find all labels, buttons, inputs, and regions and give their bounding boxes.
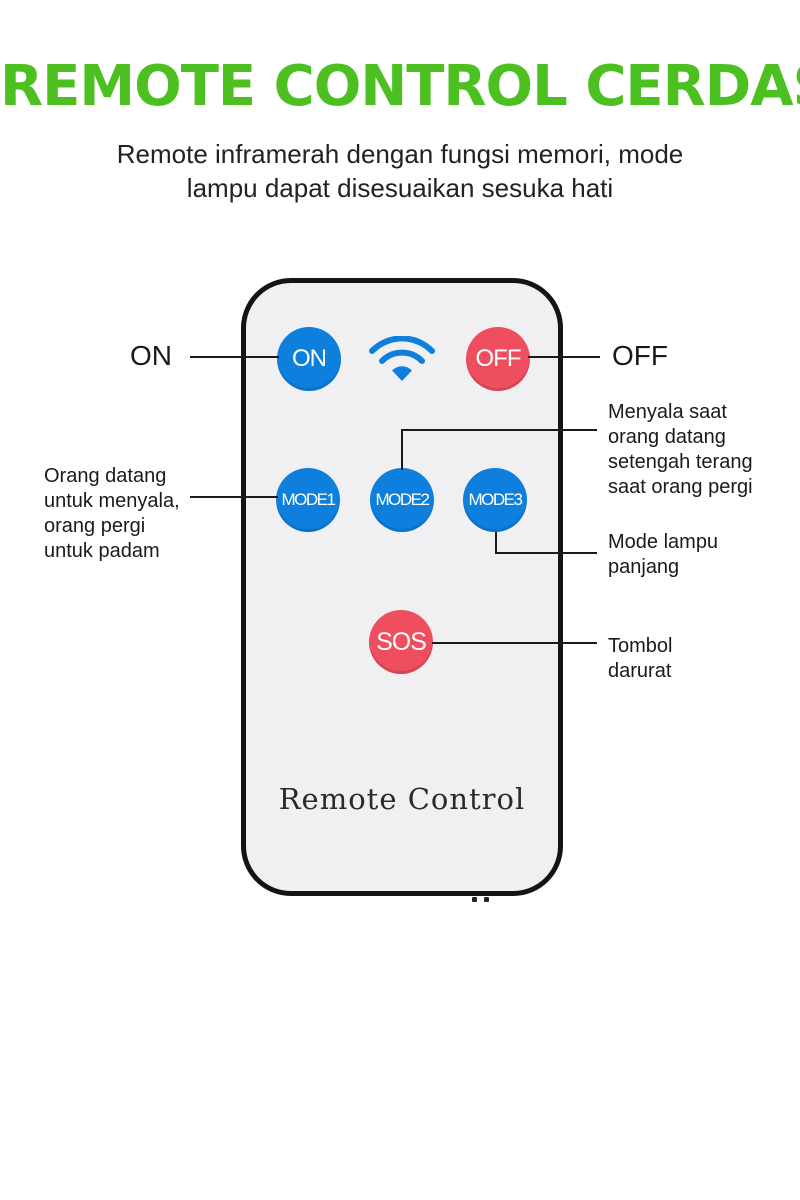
mode2-button[interactable]: MODE2 [370, 468, 434, 532]
callout-line-mode2 [401, 429, 597, 470]
callout-mode1-line: orang pergi [44, 515, 146, 537]
page-title: REMOTE CONTROL CERDAS [0, 54, 800, 119]
on-button-label: ON [292, 345, 327, 372]
callout-mode2-line: Menyala saat [608, 401, 727, 423]
off-button[interactable]: OFF [466, 327, 530, 391]
subtitle-line-2: lampu dapat disesuaikan sesuka hati [186, 173, 614, 203]
remote-control-text: Remote Control [278, 782, 526, 816]
callout-mode3-line: Mode lampu [608, 531, 719, 553]
mode1-button[interactable]: MODE1 [276, 468, 340, 532]
mode3-button-label: MODE3 [468, 490, 523, 509]
sos-button[interactable]: SOS [369, 610, 433, 674]
callout-line-mode3 [495, 532, 597, 554]
on-button[interactable]: ON [277, 327, 341, 391]
callout-mode3: Mode lampu panjang [608, 530, 718, 580]
callout-mode3-line: panjang [608, 556, 680, 578]
mode3-button[interactable]: MODE3 [463, 468, 527, 532]
callout-off: OFF [612, 340, 668, 371]
callout-mode2: Menyala saat orang datang setengah teran… [608, 400, 753, 500]
callout-sos-line: darurat [608, 660, 672, 682]
callout-mode1: Orang datang untuk menyala, orang pergi … [44, 464, 180, 564]
off-button-label: OFF [475, 345, 522, 372]
wifi-signal-icon [369, 336, 435, 381]
subtitle-line-1: Remote inframerah dengan fungsi memori, … [116, 139, 684, 169]
callout-mode1-line: Orang datang [44, 465, 167, 487]
sos-button-label: SOS [376, 627, 427, 656]
mode2-button-label: MODE2 [375, 490, 430, 509]
remote-bottom-nub [472, 897, 490, 902]
callout-mode1-line: untuk menyala, [44, 490, 180, 512]
callout-on: ON [130, 340, 172, 371]
callout-sos-line: Tombol [608, 635, 673, 657]
callout-mode2-line: orang datang [608, 426, 726, 448]
callout-sos: Tombol darurat [608, 634, 672, 684]
mode1-button-label: MODE1 [281, 490, 336, 509]
callout-mode1-line: untuk padam [44, 540, 160, 562]
callout-mode2-line: saat orang pergi [608, 476, 753, 498]
callout-mode2-line: setengah terang [608, 451, 753, 473]
